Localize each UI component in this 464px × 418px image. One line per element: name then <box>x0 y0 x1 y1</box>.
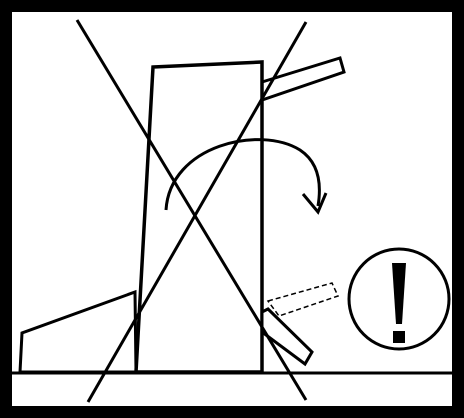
rotation-arrow <box>164 138 321 211</box>
input-tray <box>18 289 138 374</box>
rotation-arrow-head <box>301 192 328 215</box>
lower-feed-tray <box>260 307 314 367</box>
exclamation-dot <box>393 331 405 343</box>
exclamation-bar <box>392 263 406 324</box>
prohibition-cross <box>75 19 308 403</box>
warning-circle <box>347 247 451 351</box>
machine-body <box>134 60 264 374</box>
paper-sheet-dashed <box>266 282 340 317</box>
